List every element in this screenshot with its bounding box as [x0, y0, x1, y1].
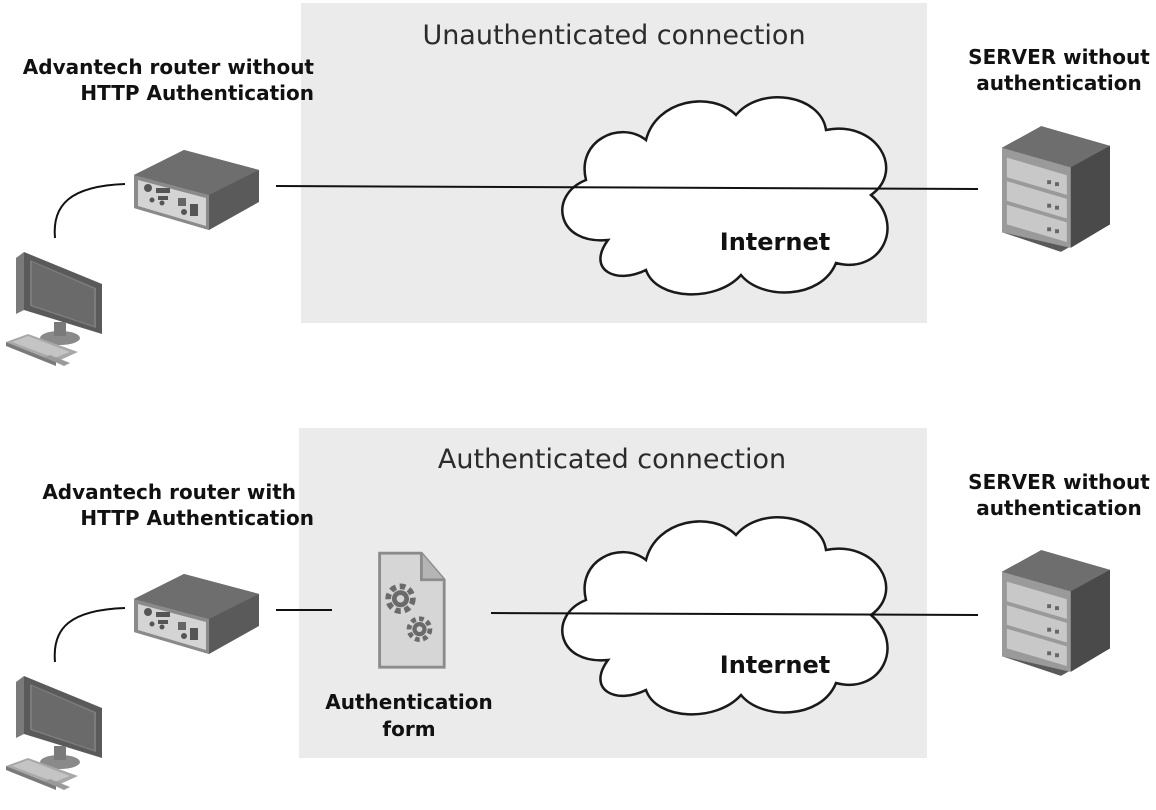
bottom-server-label-line1: SERVER without	[968, 470, 1150, 494]
bottom-server-rack-icon	[1002, 550, 1110, 676]
top-connection-line	[275, 185, 979, 190]
bottom-desktop-computer-icon	[6, 676, 102, 790]
top-router-label-line1: Advantech router without	[23, 55, 315, 79]
form-label-line2: form	[382, 717, 435, 741]
unauthenticated-zone-title: Unauthenticated connection	[422, 20, 805, 51]
bottom-router-label-line1: Advantech router with	[42, 480, 296, 504]
top-server-label-line2: authentication	[976, 71, 1142, 95]
top-computer-cable	[53, 183, 126, 239]
authenticated-zone-title: Authenticated connection	[438, 444, 786, 475]
gear-document-icon	[380, 553, 445, 667]
top-router-icon	[134, 150, 259, 230]
top-server-label-line1: SERVER without	[968, 45, 1150, 69]
top-desktop-computer-icon	[6, 252, 102, 366]
top-server-rack-icon	[1002, 126, 1110, 252]
bottom-computer-cable	[53, 607, 126, 663]
bottom-router-icon	[134, 574, 259, 654]
bottom-router-label-line2: HTTP Authentication	[80, 506, 314, 530]
bottom-connection-line	[490, 612, 979, 616]
bottom-server-label-line2: authentication	[976, 496, 1142, 520]
form-label-line1: Authentication	[325, 690, 492, 714]
bottom-cloud-label: Internet	[720, 651, 830, 679]
top-router-label-line2: HTTP Authentication	[80, 81, 314, 105]
top-cloud-label: Internet	[720, 228, 830, 256]
